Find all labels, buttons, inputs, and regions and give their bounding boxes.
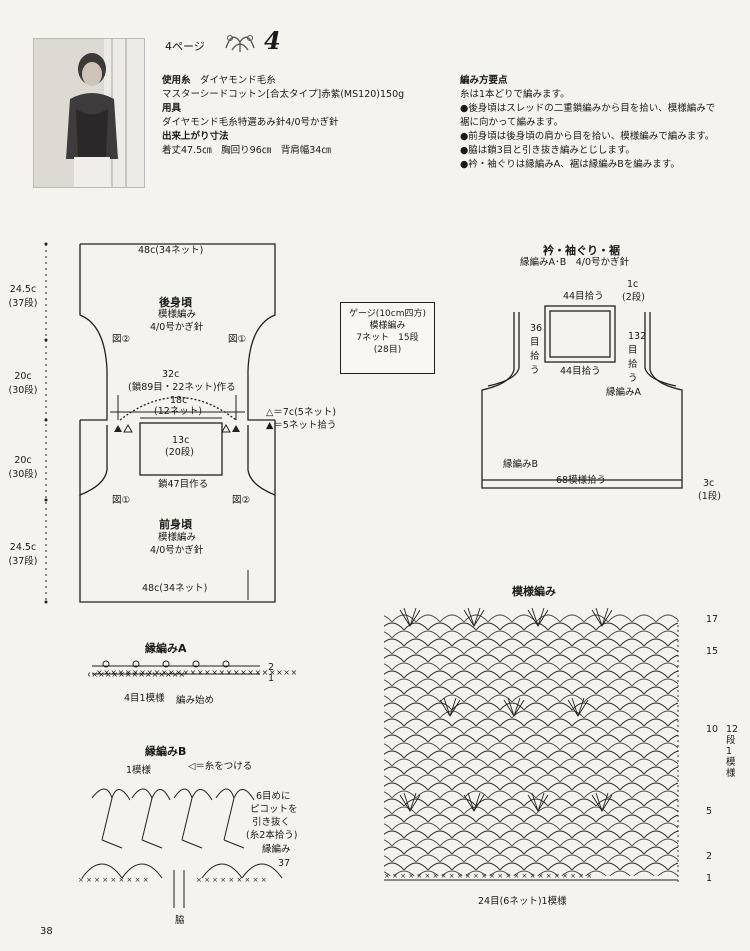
edging-a-ref: 縁編み [262,844,291,855]
model-photo [33,38,145,188]
fig2-label: 図② [112,334,131,345]
gauge-line: 模様編み [369,321,406,331]
note-line: ピコットを [250,804,298,815]
dim-label: 20c(30段) [8,455,38,480]
tools-heading: 用具 [162,103,182,114]
row-number: 17 [706,614,719,625]
top-pick-label: 44目拾う [563,291,604,302]
repeat-label: 1模様 [126,765,152,776]
back-hook: 4/0号かぎ針 [150,322,204,333]
legend-filled-triangle: ▲＝5ネット拾う [266,420,337,431]
repeat-rows-label: 12段1模様 [726,724,739,779]
fig1-label: 図① [112,495,131,506]
row-number: 2 [268,662,275,673]
edging-title: 衿・袖ぐり・裾 [543,244,620,257]
tools-detail: ダイヤモンド毛糸特選あみ針4/0号かぎ針 [162,117,339,128]
row-number: 1 [268,673,275,684]
edging-b-title: 縁編みB [145,745,187,758]
row-number: 1 [706,873,713,884]
hem-pick-label: 68模様拾う [556,475,607,486]
yarn-brand: ダイヤモンド毛糸 [200,75,276,86]
back-stitch: 模様編み [158,309,197,320]
edging-a-chart: ×××××××××××××××××××××××××× [88,660,260,679]
edging-subtitle: 縁編みA･B 4/0号かぎ針 [520,257,630,268]
note-line: 6目めに [256,791,291,802]
ornament-icon [222,28,258,60]
legend-open-triangle: △＝7c(5ネット) [266,407,337,418]
gauge-line: (28目) [373,345,402,355]
front-title: 前身頃 [159,518,192,531]
right-rows: (2段) [622,292,645,303]
neck-inner-net: (12ネット) [154,406,203,417]
size-detail: 着丈47.5㎝ 胸回り96㎝ 背肩幅34㎝ [162,145,331,156]
edging-a-label: 縁編みA [606,387,641,398]
dim-label: 24.5c(37段) [8,284,38,309]
side-pick-label: 36目拾う [530,323,543,376]
bottom-width-label: 48c(34ネット) [142,583,208,594]
row-number: 2 [706,851,713,862]
edging-b-label: 縁編みB [503,459,539,470]
row-number: 15 [706,646,719,657]
repeat-label: 4目1模様 [124,693,165,704]
neck-inner-label: 18c [170,395,188,406]
instructions-heading: 編み方要点 [460,75,508,86]
instruction-line: ●衿・袖ぐりは縁編みA、裾は縁編みBを編みます。 [460,159,680,170]
instructions-block: 編み方要点 糸は1本どりで編みます。 ●後身頃はスレッドの二重鎖編みから目を拾い… [460,74,720,172]
instruction-line: ●前身頃は後身頃の肩から目を拾い、模様編みで編みます。 [460,131,715,142]
neck-chain-label: (鎖89目・22ネット)作る [128,382,236,393]
edging-a-stitches: ×××××××××××××××××××××××××××× [96,668,298,677]
hem-3c: 3c [703,478,715,489]
yarn-heading: 使用糸 [162,75,191,86]
gauge-box: ゲージ(10cm四方) 模様編み 7ネット 15段 (28目) [340,302,435,374]
center-rows: (20段) [165,447,195,458]
gauge-line: 7ネット 15段 [356,333,419,343]
right-1c: 1c [627,279,639,290]
body-schematic [44,242,276,604]
svg-text:××××××××××××××××××××××××××: ×××××××××××××××××××××××××× [88,670,185,679]
side-label: 脇 [175,915,185,926]
instruction-line: ●後身頃はスレッドの二重鎖編みから目を拾い、模様編みで裾に向かって編みます。 [460,103,716,128]
size-heading: 出来上がり寸法 [162,131,229,142]
svg-text:× × × × × × × × × × × × × × ×: × × × × × × × × × × × × × × × × × × × × … [384,872,592,880]
bottom-pick-label: 44目拾う [560,366,601,377]
right-pick-label: 132目拾う [628,331,647,384]
page-label: 4ページ [165,40,205,53]
row-number: 5 [706,806,713,817]
note-line: (糸2本拾う) [246,830,298,841]
fig1-label: 図① [228,334,247,345]
stitch-chart: × × × × × × × × × × × × × × × × × × × × … [384,607,679,882]
start-label: 編み始め [176,695,215,706]
front-stitch: 模様編み [158,532,197,543]
svg-text:× × × × × × × × ×: × × × × × × × × × [196,876,267,884]
note-line: 引き抜く [252,817,291,828]
back-title: 後身頃 [159,296,192,309]
dim-label: 24.5c(37段) [8,542,38,567]
neck-width-label: 32c [162,369,180,380]
row-number: 37 [278,858,291,869]
fig2-label: 図② [232,495,251,506]
hem-rows: (1段) [698,491,721,502]
yarn-detail: マスターシードコットン[合太タイプ]赤紫(MS120)150g [162,89,405,100]
center-height: 13c [172,435,190,446]
edging-a-title: 縁編みA [145,642,187,655]
edging-b-chart: × × × × × × × × × × × × × × × × × × [78,788,283,908]
gauge-line: ゲージ(10cm四方) [348,309,426,319]
top-width-label: 48c(34ネット) [138,245,204,256]
instruction-line: 糸は1本どりで編みます。 [460,89,570,100]
attach-label: ◁＝糸をつける [188,761,253,772]
svg-text:× × × × × × × × ×: × × × × × × × × × [78,876,149,884]
row-number: 10 [706,724,719,735]
chain47-label: 鎖47目作る [158,479,209,490]
dim-label: 20c(30段) [8,371,38,396]
instruction-line: ●脇は鎖3目と引き抜き編みとじします。 [460,145,635,156]
pattern-chart-title: 模様編み [512,585,556,598]
repeat-width-label: 24目(6ネット)1模様 [478,896,567,907]
edging-schematic [481,305,683,489]
pattern-number: 4 [264,26,281,55]
materials-block: 使用糸 ダイヤモンド毛糸 マスターシードコットン[合太タイプ]赤紫(MS120)… [162,74,442,158]
front-hook: 4/0号かぎ針 [150,545,204,556]
page-number: 38 [40,926,53,937]
